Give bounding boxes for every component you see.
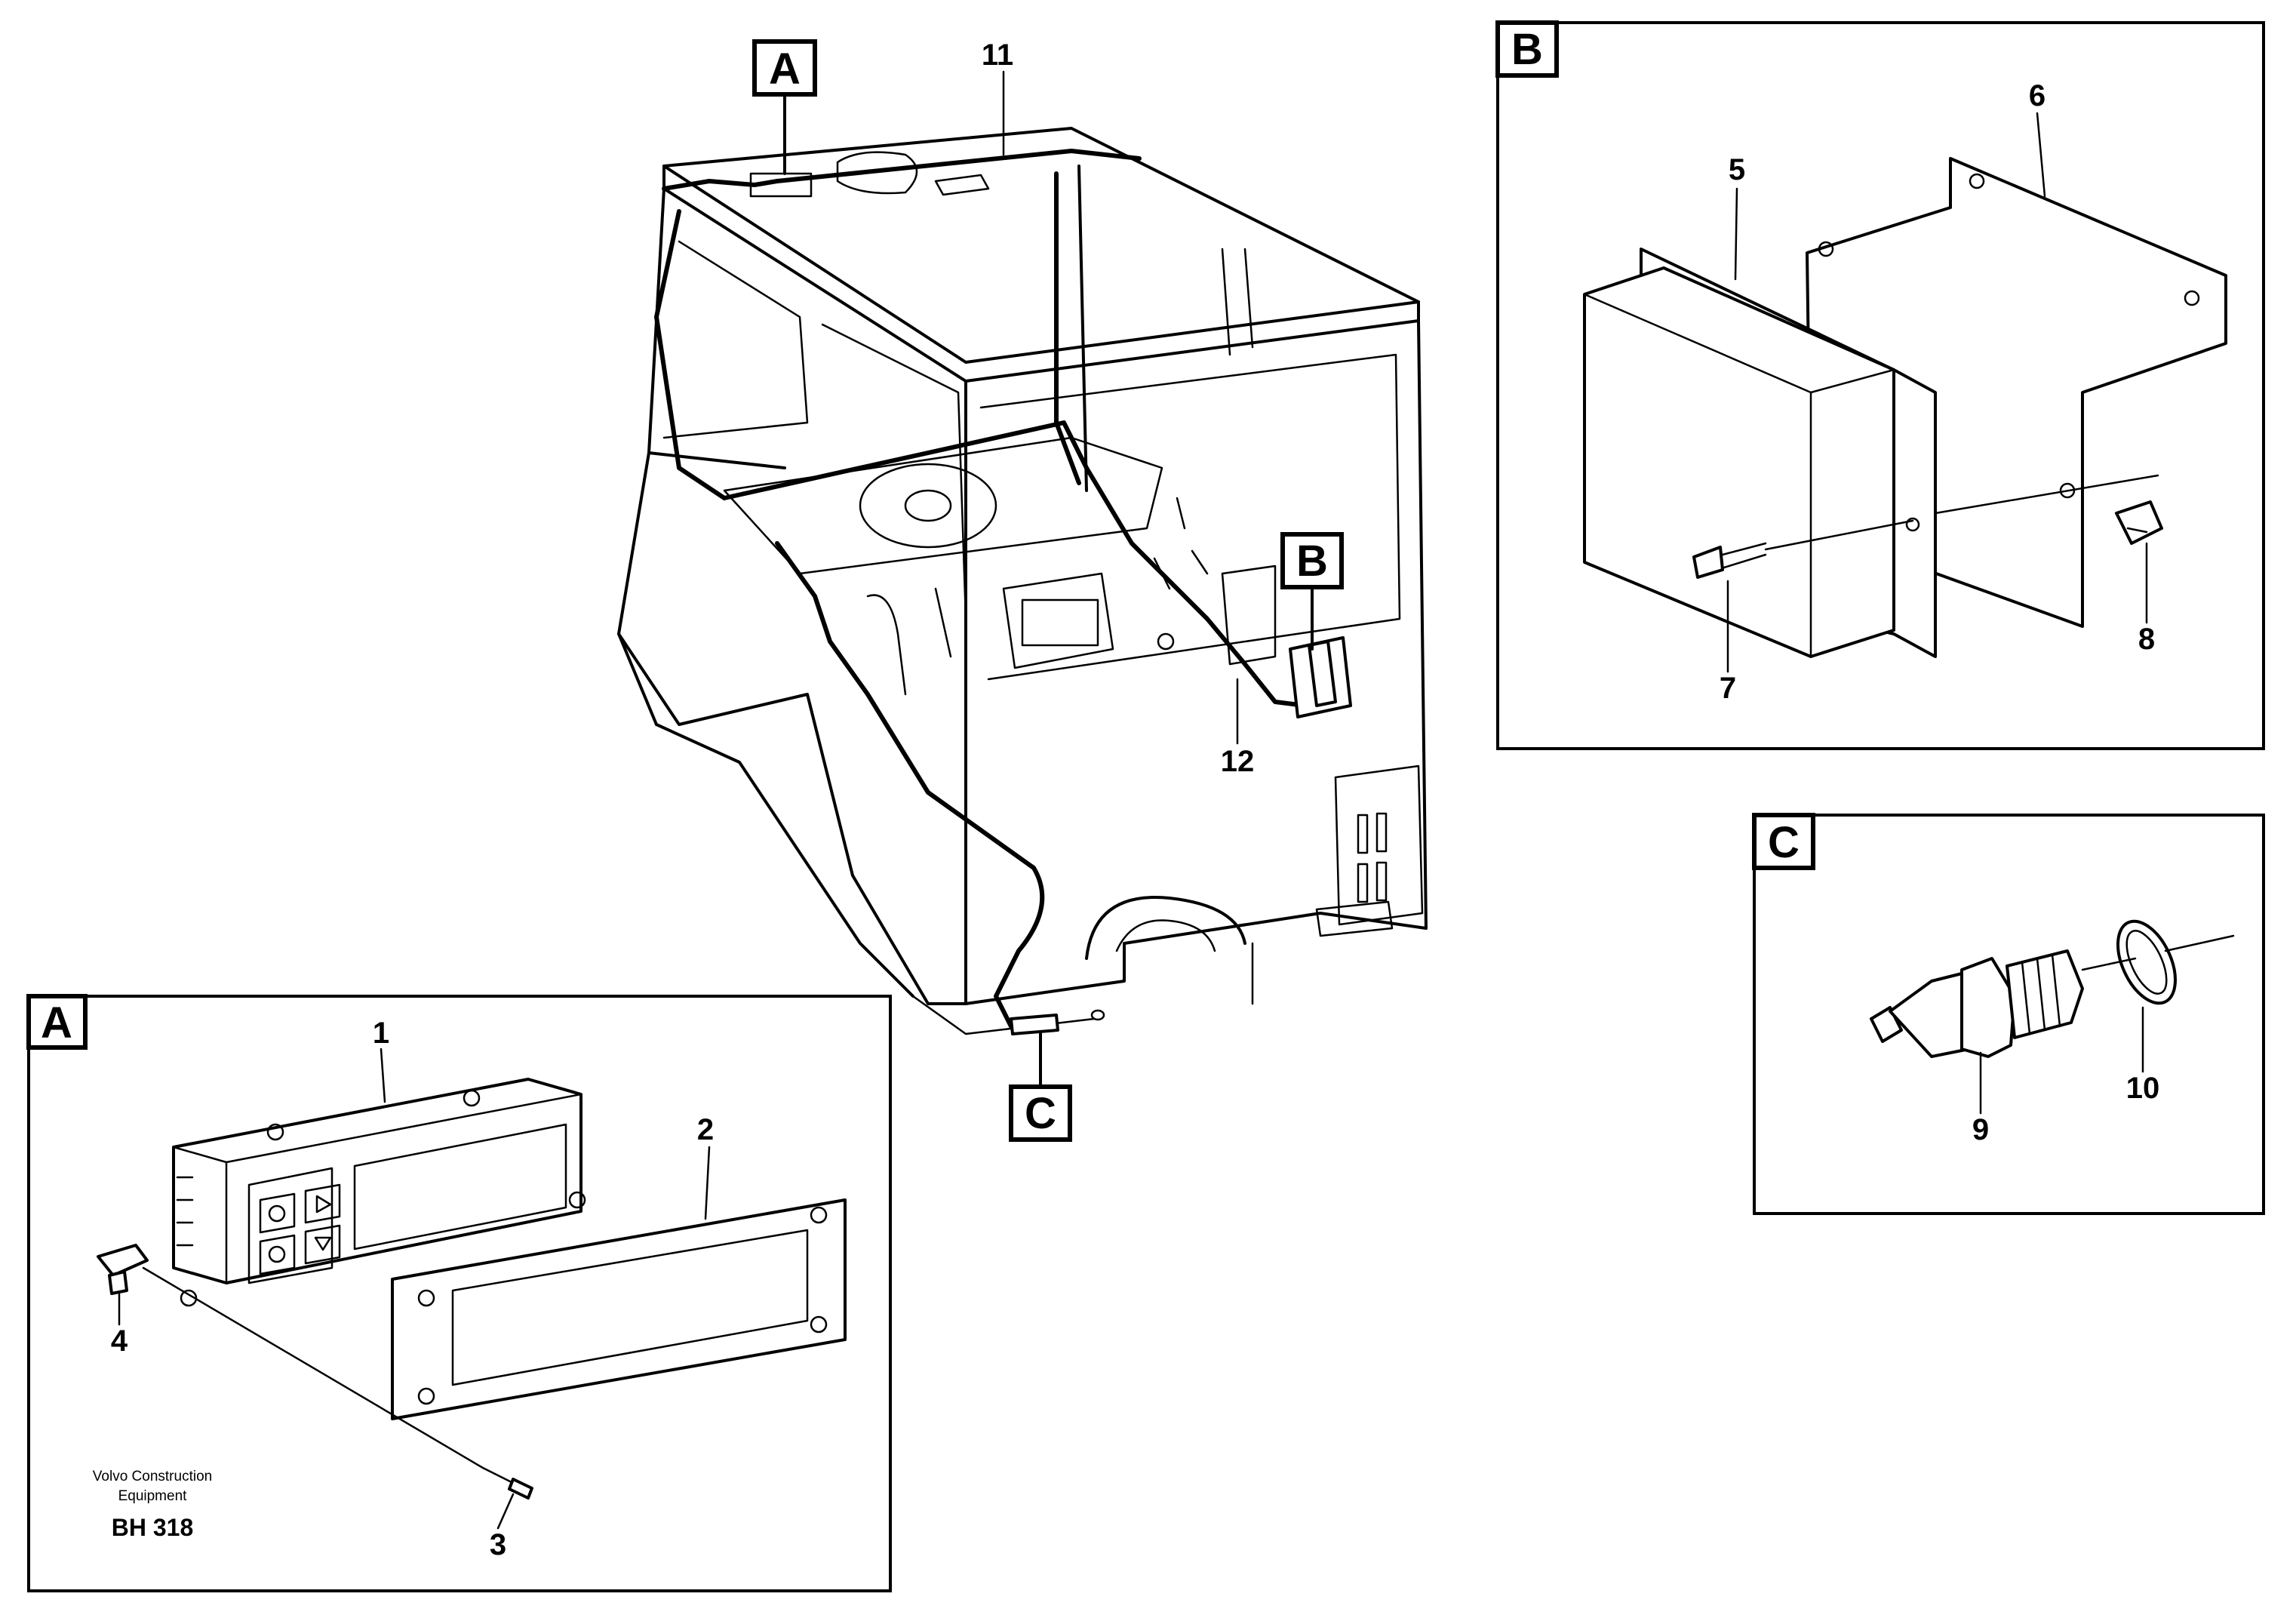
panel-a-title: A: [41, 998, 72, 1047]
part-label-12: 12: [1221, 678, 1255, 778]
svg-text:12: 12: [1221, 745, 1255, 778]
svg-text:3: 3: [490, 1528, 506, 1561]
callout-c[interactable]: C: [1009, 1032, 1072, 1142]
part-label-6: 6: [2029, 79, 2046, 198]
part-label-8: 8: [2138, 542, 2155, 656]
screw: [481, 1466, 533, 1500]
part-label-4: 4: [111, 1293, 128, 1358]
company-name-line2: Equipment: [118, 1488, 188, 1504]
temperature-sensor: [1870, 949, 2084, 1058]
part-label-1: 1: [373, 1017, 389, 1103]
bracket-clip: [2115, 500, 2163, 545]
panel-c-title: C: [1768, 818, 1800, 867]
part-label-7: 7: [1720, 580, 1736, 705]
part-label-11: 11: [982, 38, 1013, 156]
panel-b-title: B: [1511, 25, 1543, 74]
company-name-line1: Volvo Construction: [93, 1469, 212, 1484]
detail-panel-a: A: [26, 994, 892, 1592]
part-label-9: 9: [1972, 1051, 1989, 1146]
svg-text:9: 9: [1972, 1113, 1989, 1146]
cab-illustration: [617, 127, 1428, 1035]
seal-ring: [2081, 919, 2235, 1005]
svg-text:A: A: [769, 45, 801, 94]
detail-panel-c: C 9 10: [1752, 813, 2265, 1215]
bolt: [1692, 474, 2159, 579]
clip: [97, 1244, 149, 1295]
svg-text:5: 5: [1729, 153, 1745, 186]
svg-text:C: C: [1025, 1089, 1056, 1138]
svg-text:4: 4: [111, 1324, 128, 1358]
part-label-3: 3: [490, 1493, 515, 1561]
part-label-5: 5: [1729, 153, 1745, 281]
callout-a[interactable]: A: [752, 39, 817, 175]
svg-text:11: 11: [982, 38, 1013, 72]
callout-b[interactable]: B: [1280, 532, 1344, 651]
bezel-frame: [391, 1198, 847, 1420]
svg-text:6: 6: [2029, 79, 2045, 112]
svg-text:7: 7: [1720, 672, 1736, 705]
svg-text:10: 10: [2126, 1072, 2160, 1105]
part-label-10: 10: [2126, 1006, 2160, 1105]
part-label-2: 2: [697, 1113, 714, 1220]
control-unit: [172, 1078, 586, 1307]
drawing-code: BH 318: [112, 1514, 194, 1541]
svg-text:1: 1: [373, 1017, 389, 1050]
svg-text:B: B: [1296, 537, 1328, 586]
svg-text:2: 2: [697, 1113, 714, 1146]
svg-text:8: 8: [2138, 623, 2155, 656]
detail-panel-b: B 5: [1495, 20, 2265, 750]
